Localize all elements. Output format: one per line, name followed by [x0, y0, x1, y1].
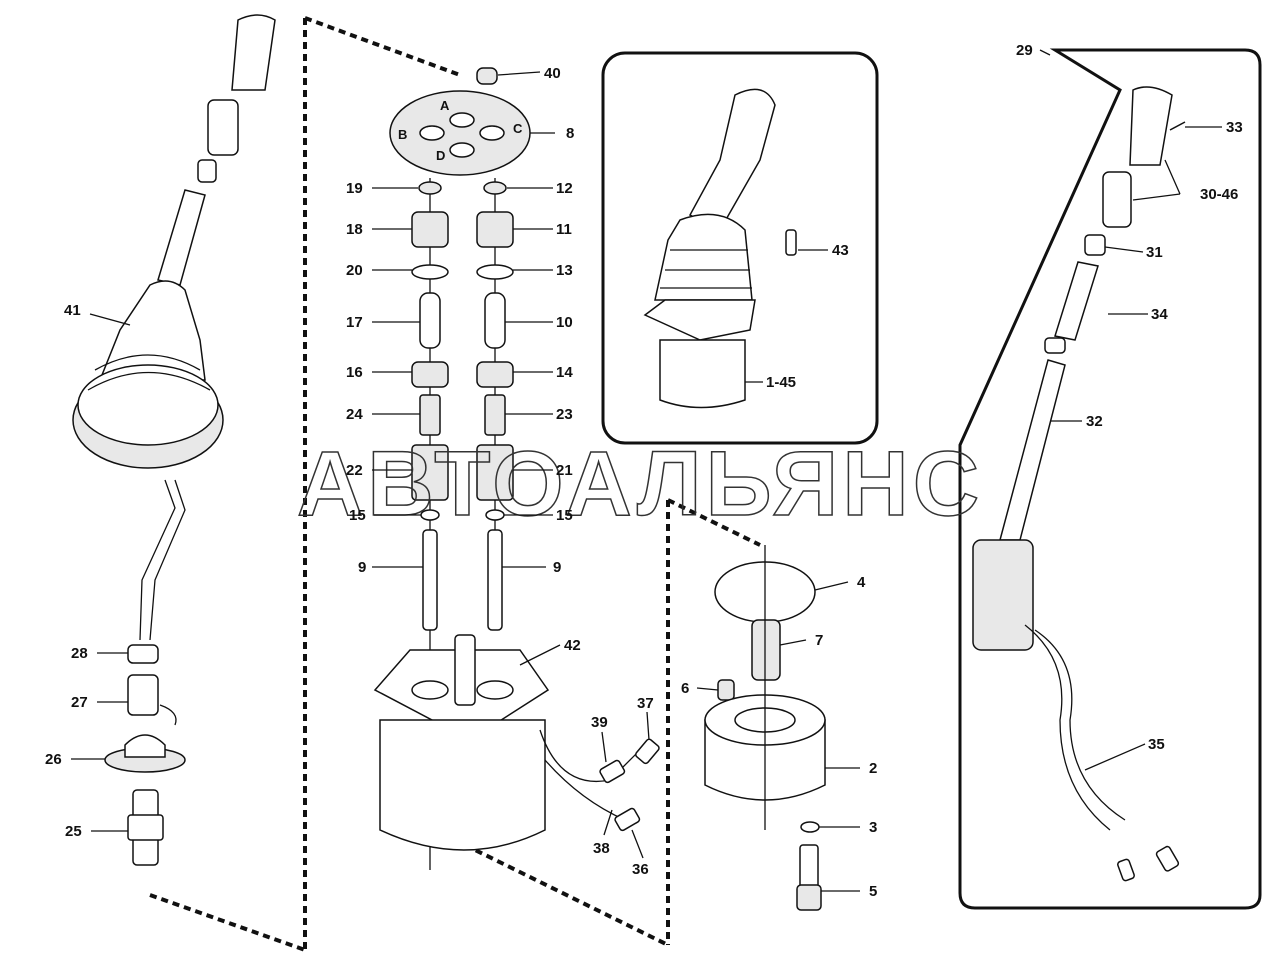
callout-21: 21: [556, 462, 573, 479]
callout-7: 7: [815, 632, 823, 649]
callout-31: 31: [1146, 244, 1163, 261]
callout-38: 38: [593, 840, 610, 857]
callout-9-right: 9: [553, 559, 561, 576]
callout-28: 28: [71, 645, 88, 662]
dashed-boundary-top: [304, 16, 461, 77]
callout-35: 35: [1148, 736, 1165, 753]
port-letter-d: D: [436, 148, 445, 163]
left-joystick-assembly: [72, 14, 276, 866]
callout-8: 8: [566, 125, 574, 142]
callout-18: 18: [346, 221, 363, 238]
callout-14: 14: [556, 364, 573, 381]
watermark: АВТОАЛЬЯНС: [297, 433, 983, 535]
callout-10: 10: [556, 314, 573, 331]
callout-2: 2: [869, 760, 877, 777]
callout-40: 40: [544, 65, 561, 82]
callout-16: 16: [346, 364, 363, 381]
callout-42: 42: [564, 637, 581, 654]
callout-25: 25: [65, 823, 82, 840]
assembled-joystick-inset-frame: [601, 51, 879, 445]
callout-1-45: 1-45: [766, 374, 796, 391]
port-letter-a: A: [440, 98, 450, 113]
callout-6: 6: [681, 680, 689, 697]
dashed-boundary-right-top: [667, 498, 761, 547]
right-joystick-assembly: [972, 86, 1186, 882]
callout-19: 19: [346, 180, 363, 197]
callout-labels: 40 8 19 12 18 11 20 13 17 10 16 14 24 23…: [45, 42, 1243, 900]
callout-5: 5: [869, 883, 877, 900]
callout-4: 4: [857, 574, 866, 591]
callout-11: 11: [556, 221, 572, 238]
center-pilot-valve-exploded: [373, 67, 660, 870]
callout-30-46: 30-46: [1200, 186, 1238, 203]
callout-43: 43: [832, 242, 849, 259]
callout-33: 33: [1226, 119, 1243, 136]
callout-29: 29: [1016, 42, 1033, 59]
callout-27: 27: [71, 694, 88, 711]
callout-13: 13: [556, 262, 573, 279]
callout-12: 12: [556, 180, 573, 197]
dashed-boundary-bottom-left: [149, 893, 306, 952]
callout-41: 41: [64, 302, 81, 319]
callout-34: 34: [1151, 306, 1168, 323]
callout-37: 37: [637, 695, 654, 712]
assembled-joystick: [643, 88, 797, 409]
callout-20: 20: [346, 262, 363, 279]
callout-15-left: 15: [349, 507, 366, 524]
callout-22: 22: [346, 462, 363, 479]
port-letter-b: B: [398, 127, 407, 142]
leader-lines: [71, 49, 1222, 892]
callout-32: 32: [1086, 413, 1103, 430]
callout-15-right: 15: [556, 507, 573, 524]
right-inset-frame: [958, 48, 1262, 910]
callout-24: 24: [346, 406, 363, 423]
port-letter-c: C: [513, 121, 523, 136]
base-parts: [704, 545, 826, 911]
callout-36: 36: [632, 861, 649, 878]
dashed-boundary-bottom: [464, 843, 669, 947]
callout-17: 17: [346, 314, 363, 331]
callout-26: 26: [45, 751, 62, 768]
callout-3: 3: [869, 819, 877, 836]
callout-39: 39: [591, 714, 608, 731]
callout-9-left: 9: [358, 559, 366, 576]
callout-23: 23: [556, 406, 573, 423]
